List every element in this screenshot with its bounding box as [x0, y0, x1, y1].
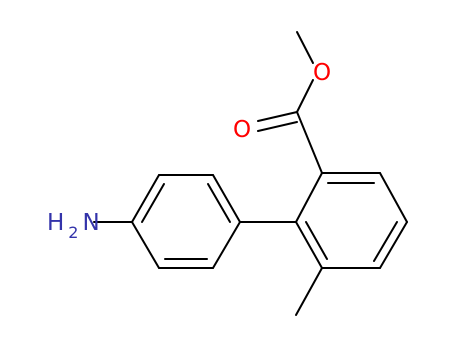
- bonds: [93, 31, 408, 316]
- ring-a-bond-2: [379, 172, 408, 223]
- atom-label-o-ester: O: [313, 60, 331, 86]
- ring-b-bond-3-inner: [141, 183, 165, 223]
- atom-label-amine: H 2 N: [47, 210, 100, 242]
- ring-a-bond-3: [379, 221, 408, 269]
- ring-b-bond-3: [131, 174, 160, 223]
- bond-carbonyl-o-double-2: [257, 121, 298, 132]
- amine-n: N: [82, 210, 99, 236]
- amine-subscript: 2: [68, 223, 78, 242]
- bond-o-carbonyl: [296, 79, 314, 113]
- ring-b-bond-1: [212, 174, 241, 223]
- ring-a-bond-3-inner: [373, 221, 398, 262]
- atom-label-o-carbonyl: O: [233, 117, 251, 143]
- ring-b-bond-4: [131, 221, 160, 269]
- ring-b-bond-6: [212, 221, 241, 269]
- ring-a-bond-6: [295, 172, 323, 223]
- ring-a-bond-5: [295, 221, 323, 269]
- bond-carbonyl-ring: [296, 111, 323, 174]
- ring-b-bond-1-inner: [207, 183, 231, 223]
- bond-carbonyl-o-double-1: [257, 111, 298, 122]
- bond-methyl-o: [296, 31, 314, 64]
- bond-ring-methyl: [295, 267, 323, 316]
- ring-a-bond-5-inner: [305, 221, 328, 260]
- amine-h: H: [47, 210, 64, 236]
